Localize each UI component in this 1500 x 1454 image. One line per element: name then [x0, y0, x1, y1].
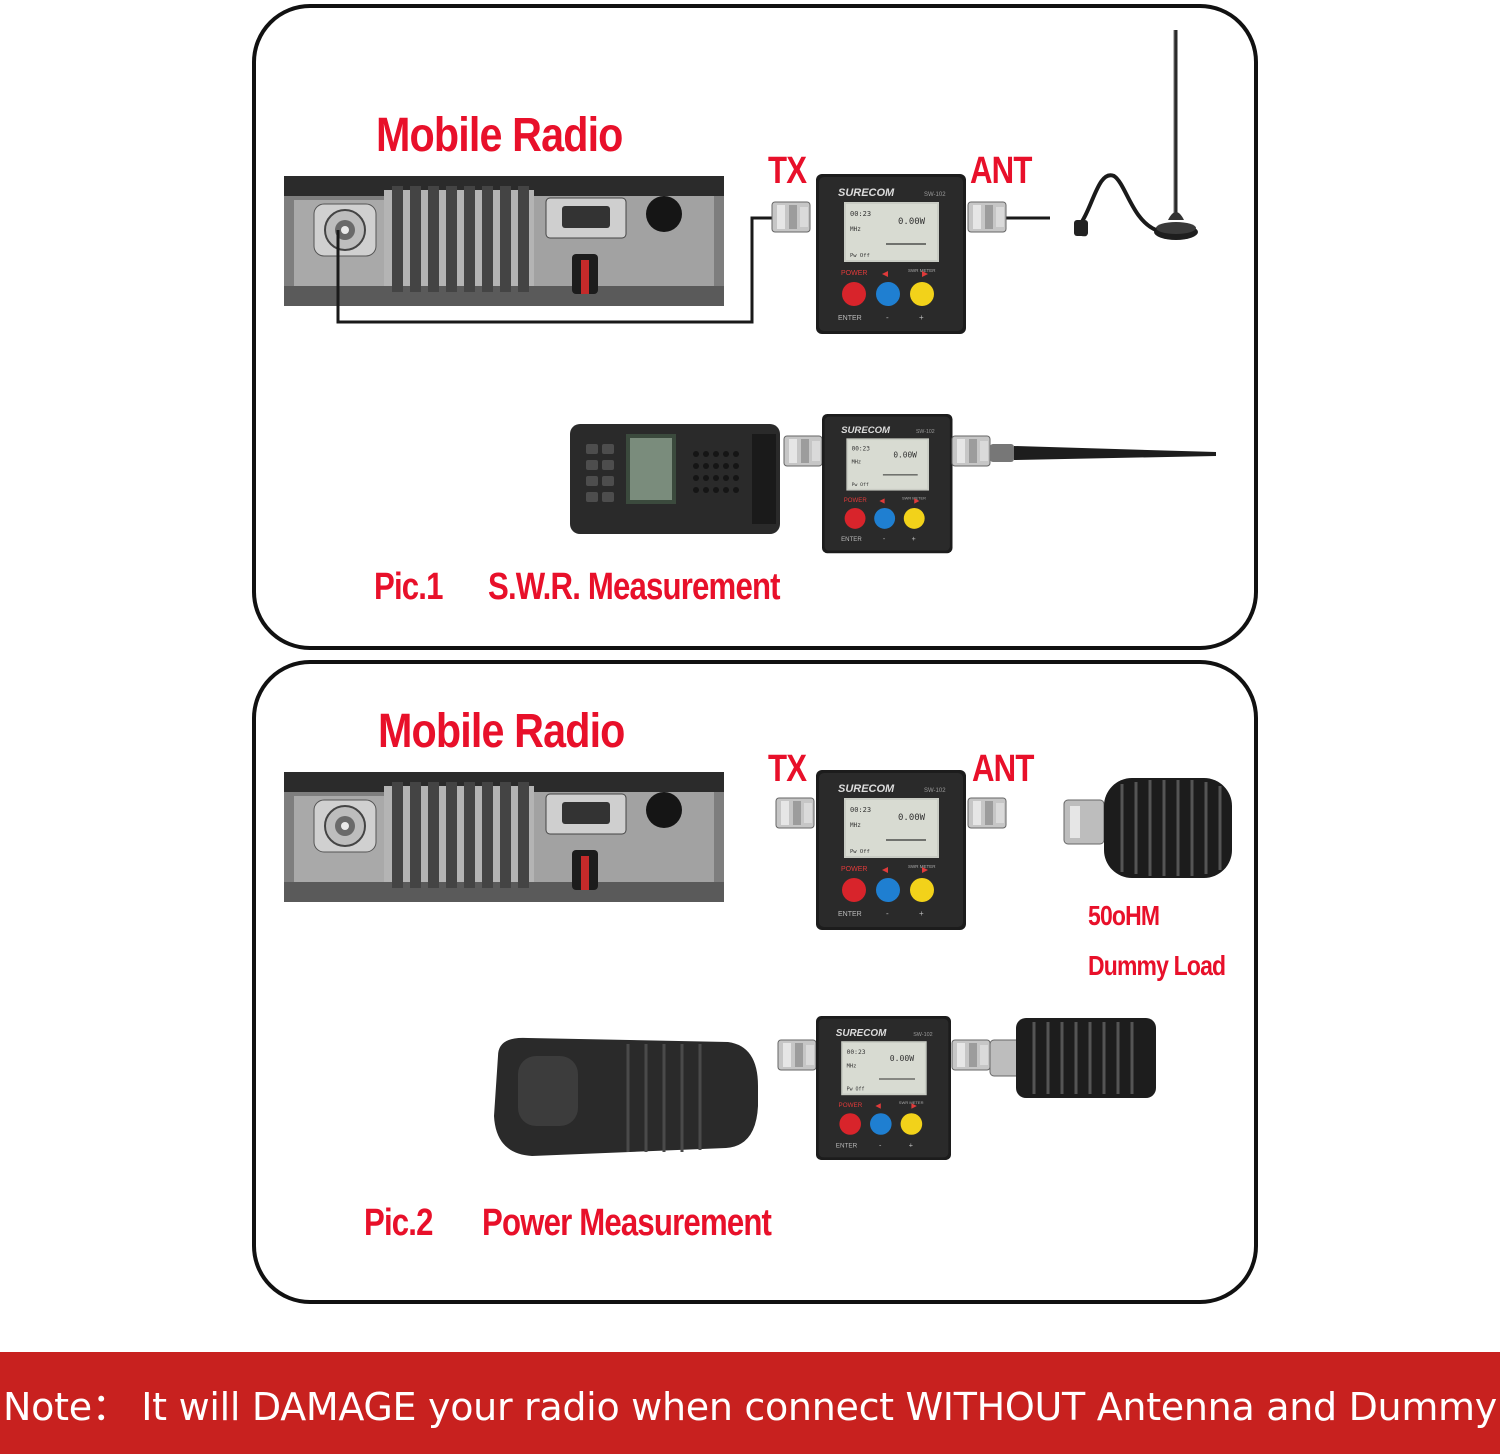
ant-label-2: ANT [972, 748, 1034, 790]
dummy-load-image-1 [1063, 778, 1232, 878]
swr-measurement-panel [252, 4, 1258, 650]
ant-label-1: ANT [970, 150, 1032, 192]
tx-connector-2 [783, 435, 823, 467]
tx-label-2: TX [768, 748, 807, 790]
tx-connector-4 [777, 1039, 817, 1071]
tx-connector-3 [775, 797, 815, 829]
swr-meter-4 [815, 1015, 952, 1161]
ant-connector-4 [951, 1039, 991, 1071]
mobile-radio-image-2 [283, 771, 725, 903]
swr-meter-3 [815, 769, 967, 931]
mobile-radio-label-2: Mobile Radio [378, 705, 625, 758]
swr-meter-1 [815, 173, 967, 335]
pic1-caption-text: S.W.R. Measurement [488, 566, 781, 608]
tx-connector-1 [771, 201, 811, 233]
handheld-radio-image-1 [570, 424, 780, 534]
tx-label-1: TX [768, 150, 807, 192]
swr-meter-2 [821, 413, 954, 554]
dummy-load-ohm-label: 50oHM [1088, 900, 1160, 931]
dummy-load-name-label: Dummy Load [1088, 950, 1226, 981]
mobile-radio-label-1: Mobile Radio [376, 109, 623, 162]
ant-connector-3 [967, 797, 1007, 829]
dummy-load-image-2 [989, 1018, 1156, 1098]
warning-note-text: Note： It will DAMAGE your radio when con… [3, 1384, 1497, 1429]
handheld-radio-image-2 [494, 1037, 758, 1156]
magnetic-antenna-image [1074, 30, 1198, 240]
pic1-caption-number: Pic.1 [374, 566, 443, 608]
ant-connector-1 [967, 201, 1007, 233]
ant-connector-2 [951, 435, 991, 467]
whip-antenna-image [990, 444, 1216, 462]
pic2-caption-number: Pic.2 [364, 1202, 433, 1244]
pic2-caption-text: Power Measurement [482, 1202, 772, 1244]
power-measurement-panel [252, 660, 1258, 1304]
warning-note-bar: Note： It will DAMAGE your radio when con… [0, 1352, 1500, 1454]
